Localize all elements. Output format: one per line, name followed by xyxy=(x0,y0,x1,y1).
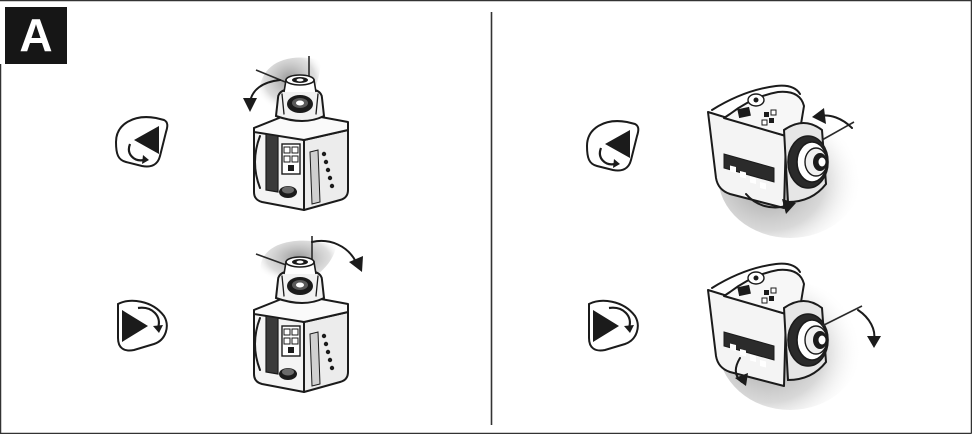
left-top-laser xyxy=(243,56,349,211)
rotate-arrow-cw xyxy=(311,240,357,263)
right-top-laser xyxy=(707,84,862,238)
right-bottom-icon xyxy=(587,299,639,352)
figure-label: A xyxy=(5,7,67,64)
left-top-icon xyxy=(114,116,169,168)
right-top-icon xyxy=(585,120,640,172)
right-bottom-laser xyxy=(707,262,881,410)
left-bottom-laser xyxy=(253,236,363,393)
left-bottom-icon xyxy=(116,299,168,352)
